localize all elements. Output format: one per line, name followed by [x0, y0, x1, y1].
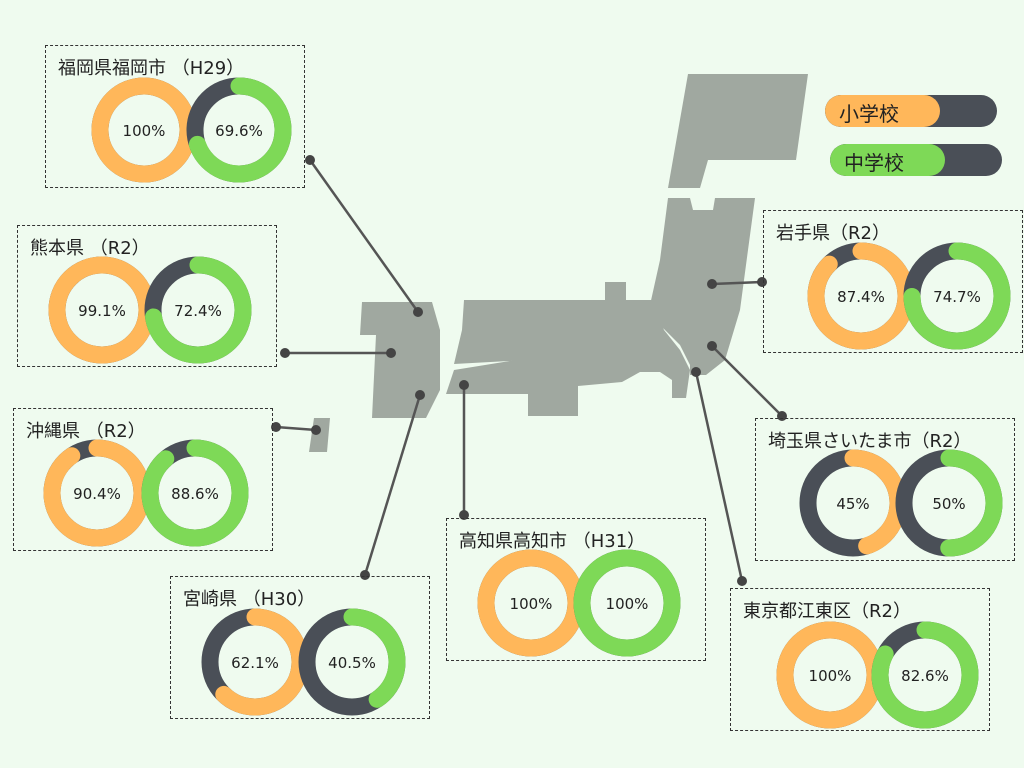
connector-dot-koto-end: [691, 367, 701, 377]
donut-miyazaki-elementary-label: 62.1%: [231, 654, 279, 672]
connector-dot-miyazaki-start: [360, 570, 370, 580]
donut-fukuoka-junior-label: 69.6%: [215, 122, 263, 140]
donut-kumamoto-junior: 72.4%: [144, 256, 252, 364]
map-okinawa: [309, 418, 330, 452]
donut-miyazaki-junior: 40.5%: [298, 608, 406, 716]
donut-saitama-elementary-label: 45%: [836, 495, 869, 513]
panel-kumamoto: 熊本県 （R2）: [17, 225, 277, 367]
panel-title-fukuoka: 福岡県福岡市 （H29）: [58, 58, 245, 79]
donut-saitama-junior-arc: [895, 449, 1003, 557]
panel-saitama: 埼玉県さいたま市（R2）: [755, 418, 1015, 561]
panel-koto: 東京都江東区（R2）: [730, 588, 990, 731]
connector-dot-fukuoka-start: [305, 155, 315, 165]
connector-saitama: [711, 345, 783, 417]
donut-okinawa-junior-arc: [141, 439, 249, 547]
connector-lines: [271, 155, 787, 586]
donut-saitama-junior-label: 50%: [932, 495, 965, 513]
donut-saitama-junior: 50%: [895, 449, 1003, 557]
donut-kumamoto-junior-label: 72.4%: [174, 302, 222, 320]
donut-miyazaki-junior-label: 40.5%: [328, 654, 376, 672]
panel-title-miyazaki: 宮崎県 （H30）: [183, 589, 316, 610]
legend-elementary-label: 小学校: [839, 102, 899, 126]
donut-charts: 100% 69.6% 99.1% 72.4% 90.4% 88.6% 62.1% 40.5% 1…: [43, 77, 1011, 729]
map-hokkaido: [668, 74, 808, 188]
panel-title-okinawa: 沖縄県 （R2）: [26, 421, 146, 442]
legend-junior-label: 中学校: [844, 151, 904, 175]
connector-fukuoka: [308, 159, 420, 313]
panel-kochi: 高知県高知市 （H31）: [446, 518, 706, 661]
connector-dot-kochi-end: [459, 380, 469, 390]
panel-title-iwate: 岩手県（R2）: [776, 223, 890, 244]
panel-title-kochi: 高知県高知市 （H31）: [459, 531, 646, 552]
donut-kochi-junior: 100%: [573, 549, 681, 657]
connector-okinawa: [275, 425, 317, 432]
panel-title-koto: 東京都江東区（R2）: [743, 601, 911, 622]
donut-iwate-junior: 74.7%: [903, 242, 1011, 350]
donut-kumamoto-junior-arc: [144, 256, 252, 364]
connector-dot-kumamoto-start: [280, 348, 290, 358]
donut-okinawa-junior: 88.6%: [141, 439, 249, 547]
donut-fukuoka-junior: 69.6%: [186, 77, 292, 183]
connector-dot-saitama-end: [707, 341, 717, 351]
donut-iwate-elementary-label: 87.4%: [837, 288, 885, 306]
donut-koto-junior: 82.6%: [871, 621, 979, 729]
map-honshu-central: [454, 282, 690, 416]
panel-okinawa: 沖縄県 （R2）: [13, 408, 273, 551]
connector-iwate: [711, 280, 763, 286]
donut-kumamoto-elementary-label: 99.1%: [78, 302, 126, 320]
panel-title-kumamoto: 熊本県 （R2）: [30, 238, 150, 259]
connector-dot-okinawa-start: [271, 422, 281, 432]
map-tohoku: [650, 198, 755, 375]
connector-dot-fukuoka-end: [413, 307, 423, 317]
panel-miyazaki: 宮崎県 （H30）: [170, 576, 430, 719]
donut-koto-junior-arc: [871, 621, 979, 729]
legend-junior-swatch: [830, 144, 945, 176]
legend-junior: 中学校: [830, 144, 1002, 176]
donut-koto-elementary-label: 100%: [809, 667, 852, 685]
connector-dot-koto-start: [737, 576, 747, 586]
connector-dot-iwate-start: [757, 277, 767, 287]
panel-iwate: 岩手県（R2）: [763, 210, 1023, 353]
donut-kochi-elementary-label: 100%: [510, 595, 553, 613]
donut-fukuoka-elementary-label: 100%: [123, 122, 166, 140]
connector-miyazaki: [363, 394, 422, 576]
donut-okinawa-junior-label: 88.6%: [171, 485, 219, 503]
connector-dot-iwate-end: [707, 279, 717, 289]
connector-dot-miyazaki-end: [415, 390, 425, 400]
donut-kochi-junior-arc: [573, 549, 681, 657]
map-kyushu: [360, 302, 440, 418]
donut-kochi-junior-label: 100%: [606, 595, 649, 613]
donut-okinawa-elementary-label: 90.4%: [73, 485, 121, 503]
legend-elementary-swatch: [825, 95, 940, 127]
connector-koto: [694, 371, 744, 582]
donut-miyazaki-junior-arc: [298, 608, 406, 716]
donut-iwate-junior-label: 74.7%: [933, 288, 981, 306]
donut-koto-junior-label: 82.6%: [901, 667, 949, 685]
donut-fukuoka-junior-arc: [186, 77, 292, 183]
donut-iwate-junior-arc: [903, 242, 1011, 350]
connector-dot-kochi-start: [459, 510, 469, 520]
panel-fukuoka: 福岡県福岡市 （H29）: [45, 45, 305, 188]
connector-dot-kumamoto-end: [386, 348, 396, 358]
panel-title-saitama: 埼玉県さいたま市（R2）: [768, 431, 972, 452]
legend-elementary: 小学校: [825, 95, 997, 127]
connector-dot-okinawa-end: [311, 425, 321, 435]
